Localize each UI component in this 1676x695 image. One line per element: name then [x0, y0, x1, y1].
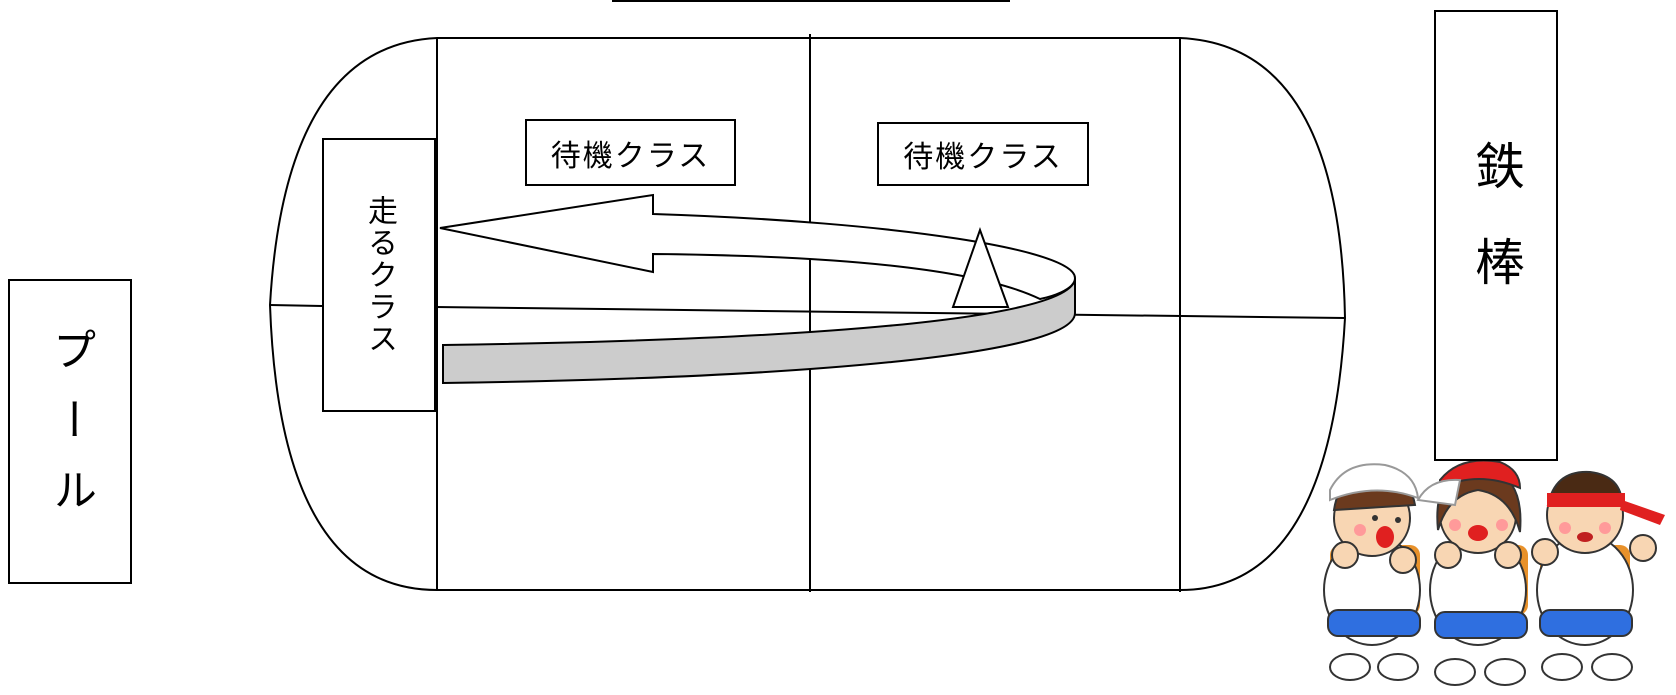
waiting-class-left-box: 待機クラス: [525, 119, 736, 186]
child-3-figure: [1531, 470, 1665, 681]
field-line-horizontal: [434, 306, 1346, 319]
waiting-class-left-label: 待機クラス: [550, 138, 711, 174]
bar-label: 鉄棒: [1467, 139, 1525, 332]
waiting-class-right-box: 待機クラス: [877, 122, 1089, 186]
runner-class-box: 走るクラス: [322, 138, 436, 412]
waiting-class-right-label: 待機クラス: [903, 140, 1063, 175]
pool-label-box: プール: [8, 279, 132, 584]
field-line-horizontal-left: [269, 304, 323, 307]
route-arrow: [439, 193, 1077, 301]
cheering-children-illustration: [1323, 459, 1665, 686]
child-1-figure: [1323, 463, 1421, 681]
route-band-lower: [442, 277, 1076, 385]
pool-label: プール: [45, 326, 96, 537]
runner-class-label: 走るクラス: [362, 195, 397, 355]
track-outline: [268, 37, 1347, 591]
cone-marker: [951, 227, 1010, 308]
bar-label-box: 鉄棒: [1434, 10, 1558, 461]
child-2-figure: [1416, 459, 1528, 686]
